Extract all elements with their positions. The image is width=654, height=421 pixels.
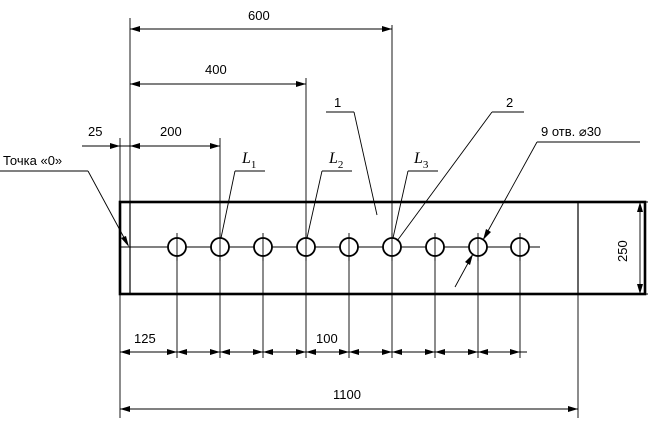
arrow-600-right <box>382 26 392 32</box>
holes-note-arrow-lower <box>465 254 473 265</box>
holes-note: 9 отв. ⌀30 <box>541 124 601 139</box>
arrow-400-right <box>296 81 306 87</box>
arrow-250-bottom <box>637 284 643 294</box>
label-L2: L2 <box>328 150 343 171</box>
part-2-leader <box>396 111 493 242</box>
chain-ticks <box>120 349 520 355</box>
label-L1: L1 <box>241 150 256 171</box>
part-2-label: 2 <box>506 95 513 110</box>
dim-250: 250 <box>615 240 630 262</box>
dim-1100: 1100 <box>333 387 361 402</box>
label-L3: L3 <box>413 150 429 171</box>
holes-note-arrow <box>483 229 491 240</box>
part-1-leader <box>353 111 378 216</box>
dim-100: 100 <box>316 331 338 346</box>
plate-outline <box>118 200 647 296</box>
origin-label: Точка «0» <box>3 153 62 168</box>
L2-leader <box>306 170 323 239</box>
dim-200: 200 <box>160 124 182 139</box>
dim-400: 400 <box>205 62 227 77</box>
arrow-250-top <box>637 202 643 212</box>
L1-leader <box>220 170 236 239</box>
origin-leader <box>87 170 129 246</box>
origin-arrow <box>121 236 129 247</box>
arrow-25-left <box>110 143 120 149</box>
arrow-1100-left <box>120 406 130 412</box>
dim-25: 25 <box>88 124 102 139</box>
arrow-400-left <box>130 81 140 87</box>
arrow-1100-right <box>568 406 578 412</box>
L3-leader <box>392 170 409 239</box>
part-1-label: 1 <box>334 95 341 110</box>
holes <box>167 233 530 261</box>
arrow-25-right <box>130 143 140 149</box>
dim-600: 600 <box>248 8 270 23</box>
arrow-200-right <box>210 143 220 149</box>
arrow-600-left <box>130 26 140 32</box>
dim-125: 125 <box>134 331 156 346</box>
holes-note-leader <box>482 141 538 241</box>
